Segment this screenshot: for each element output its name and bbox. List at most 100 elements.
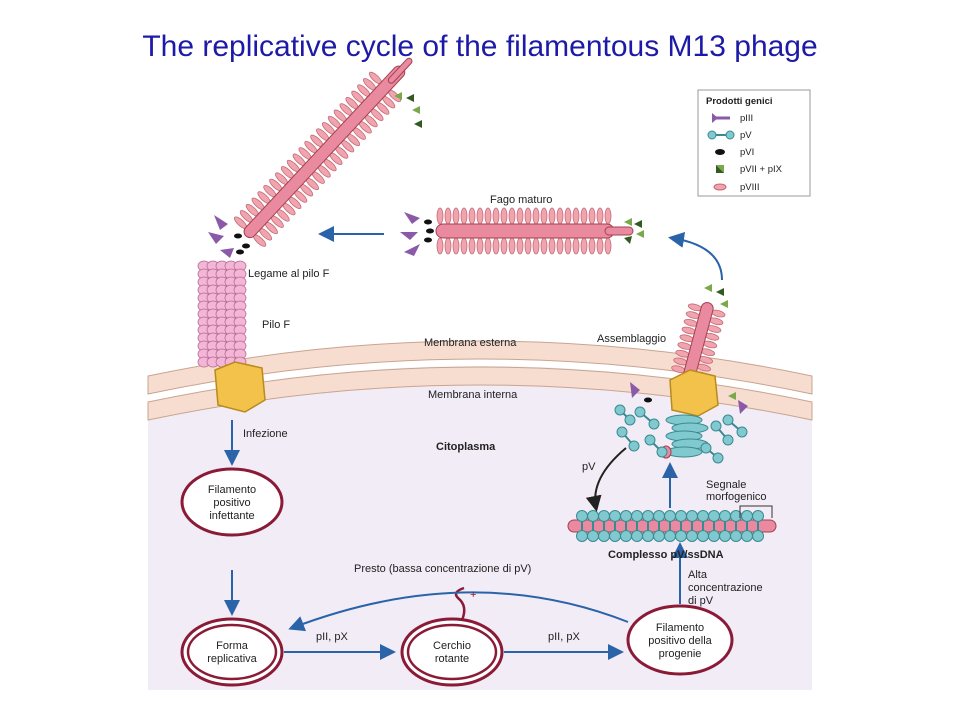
pv-subunit (719, 530, 731, 542)
node-progenie-3: progenie (659, 648, 702, 660)
pviii-subunit (588, 237, 596, 255)
pv-subunit (620, 530, 632, 542)
label-legame: Legame al pilo F (248, 268, 330, 280)
pviii-subunit (484, 207, 492, 225)
pv-subunit (708, 510, 720, 522)
label-infezione: Infezione (243, 428, 288, 440)
pv-subunit (664, 530, 676, 542)
node-progenie-1: Filamento (656, 622, 704, 634)
pviii-subunit (524, 207, 532, 225)
label-citoplasma: Citoplasma (436, 441, 496, 453)
assembling-phage (671, 302, 726, 381)
pv-subunit (644, 434, 656, 446)
node-filamento-1: Filamento (208, 484, 256, 496)
pv-subunit (710, 420, 722, 432)
entry-pore (214, 361, 266, 413)
pviii-subunit (580, 237, 588, 255)
pv-subunit (656, 446, 668, 458)
label-alta-1: Alta (688, 569, 708, 581)
cytoplasm-region (148, 366, 812, 690)
outer-membrane (147, 340, 813, 395)
node-forma-2: replicativa (207, 653, 257, 665)
pviii-subunit (476, 237, 484, 255)
pv-subunit (614, 404, 626, 416)
legend-label-pviii: pVIII (740, 182, 760, 193)
pv-subunit (736, 426, 748, 438)
legend-label-pv: pV (740, 130, 752, 141)
label-fago-maturo: Fago maturo (490, 194, 552, 206)
pv-subunit (631, 530, 643, 542)
pviii-subunit (500, 207, 508, 225)
mature-phage (435, 207, 634, 255)
pv-subunit (675, 510, 687, 522)
pv-subunit (642, 530, 654, 542)
legend-label-pvi: pVI (740, 147, 754, 158)
pv-subunit (598, 510, 610, 522)
pv-subunit (609, 530, 621, 542)
label-pv: pV (582, 461, 596, 473)
pviii-subunit (532, 237, 540, 255)
pv-subunit (620, 510, 632, 522)
pv-subunit (722, 434, 734, 446)
pviii-subunit (548, 237, 556, 255)
label-pii-px-1: pII, pX (316, 631, 348, 643)
pviii-subunit (596, 207, 604, 225)
node-progenie-2: positivo della (648, 635, 712, 647)
pviii-subunit (556, 237, 564, 255)
pv-subunit (653, 530, 665, 542)
pviii-subunit (604, 237, 612, 255)
pv-subunit (634, 406, 646, 418)
pv-subunit (624, 414, 636, 426)
label-complesso: Complesso pV/ssDNA (608, 549, 724, 561)
signal-bracket (739, 505, 773, 518)
pv-subunit (719, 510, 731, 522)
label-presto: Presto (bassa concentrazione di pV) (354, 563, 531, 575)
pviii-subunit (492, 237, 500, 255)
label-pii-px-2: pII, pX (548, 631, 580, 643)
pviii-subunit (500, 237, 508, 255)
pviii-subunit (564, 237, 572, 255)
pv-subunit (741, 530, 753, 542)
pviii-subunit (460, 207, 468, 225)
pv-subunit (653, 510, 665, 522)
assembling-phage-pvii-icon (704, 284, 728, 308)
label-plus: + (470, 589, 476, 601)
pviii-subunit (476, 207, 484, 225)
pviii-subunit (452, 207, 460, 225)
pv-subunit (700, 442, 712, 454)
pviii-subunit (540, 207, 548, 225)
rolling-circle-inner (406, 623, 498, 681)
pv-subunit (609, 510, 621, 522)
node-cerchio-1: Cerchio (433, 640, 471, 652)
inner-membrane (147, 366, 813, 421)
pviii-subunit (516, 237, 524, 255)
pviii-subunit (508, 237, 516, 255)
mature-phage-pvii-icon (624, 218, 644, 244)
pV-icon (707, 130, 735, 140)
pv-subunit (752, 510, 764, 522)
pviii-subunit (580, 207, 588, 225)
membrane-piii-icon (630, 382, 748, 414)
pviii-subunit (564, 207, 572, 225)
progeny-strand-circle (626, 604, 734, 676)
pIII-icon (712, 113, 730, 123)
pv-subunit (675, 530, 687, 542)
pviii-subunit (572, 207, 580, 225)
pviii-subunit (532, 207, 540, 225)
label-alta-3: di pV (688, 595, 714, 607)
binding-phage (233, 57, 413, 247)
replicative-form-circle-outer (180, 617, 284, 687)
legend-title: Prodotti genici (706, 96, 773, 107)
pviii-subunit (452, 237, 460, 255)
pviii-subunit (596, 237, 604, 255)
pv-subunit (708, 530, 720, 542)
pv-subunit (587, 530, 599, 542)
pv-subunit (616, 426, 628, 438)
pviii-subunit (492, 207, 500, 225)
pviii-subunit (468, 207, 476, 225)
label-assemblaggio: Assemblaggio (597, 333, 666, 345)
pviii-subunit (524, 237, 532, 255)
label-segnale: Segnale (706, 479, 746, 491)
pviii-subunit (540, 237, 548, 255)
